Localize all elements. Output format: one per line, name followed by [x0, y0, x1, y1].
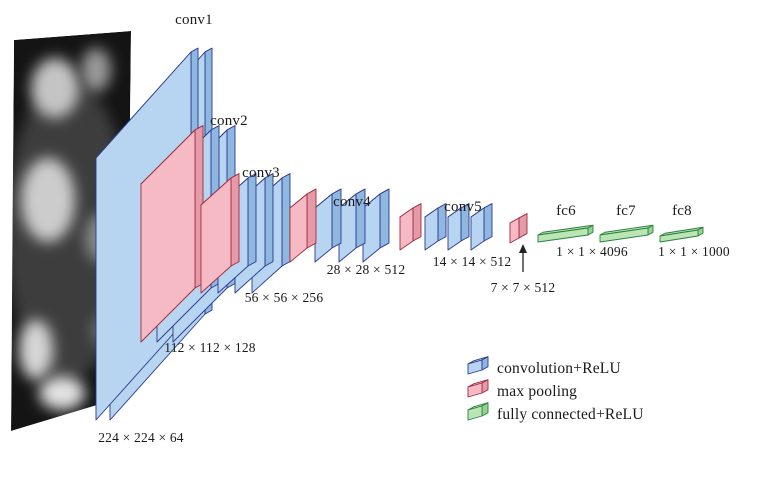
pool5-dims-label: 7 × 7 × 512 — [490, 280, 556, 295]
legend-label-fully-connected: fully connected+ReLU — [497, 406, 644, 423]
conv3-conv-layer-1-right-face — [247, 173, 257, 267]
fc6-dims-label: 1 × 1 × 4096 — [556, 244, 628, 259]
fc8-dims-label: 1 × 1 × 1000 — [658, 244, 730, 259]
conv3-pool-layer-0-right-face — [230, 173, 240, 267]
fc6-fc-layer-0-front-face — [537, 227, 589, 243]
input-image-region — [39, 376, 85, 410]
conv4-conv-layer-1-front-face — [314, 193, 333, 263]
pool5-pool-layer-0-right-face — [518, 213, 528, 239]
legend-label-convolution: convolution+ReLU — [497, 360, 621, 377]
conv5-dims-label: 14 × 14 × 512 — [432, 254, 512, 269]
conv5-pool-layer-0-right-face — [412, 203, 422, 242]
fc7-fc-layer-0-front-face — [599, 227, 649, 243]
legend-pool-icon-front-face — [467, 382, 483, 398]
conv2-pool-layer-0-front-face — [140, 129, 196, 343]
fc7-label: fc7 — [616, 203, 636, 219]
conv3-pool-layer-0-front-face — [200, 177, 232, 294]
input-image-region — [81, 48, 111, 92]
conv1-dims-label: 224 × 224 × 64 — [98, 430, 184, 445]
conv5-label: conv5 — [444, 199, 482, 215]
pool5-arrowhead-icon — [519, 244, 527, 253]
conv1-label: conv1 — [175, 12, 213, 28]
input-image-region — [21, 158, 75, 242]
conv5-pool-layer-0-front-face — [399, 207, 414, 251]
legend-conv-icon-front-face — [467, 359, 483, 375]
input-image-region — [19, 320, 53, 380]
conv3-label: conv3 — [242, 165, 280, 181]
legend-fc-icon-front-face — [467, 405, 483, 421]
conv4-label: conv4 — [333, 194, 371, 210]
conv2-dims-label: 112 × 112 × 128 — [164, 340, 256, 355]
conv5-conv-layer-3-right-face — [483, 203, 493, 242]
fc8-label: fc8 — [672, 203, 692, 219]
conv4-pool-layer-0-front-face — [289, 193, 308, 263]
conv3-dims-label: 56 × 56 × 256 — [244, 290, 324, 305]
conv4-dims-label: 28 × 28 × 512 — [326, 262, 406, 277]
conv2-label: conv2 — [210, 113, 248, 129]
conv5-conv-layer-1-front-face — [424, 207, 439, 251]
legend-label-max-pooling: max pooling — [497, 383, 578, 400]
conv3-conv-layer-2-right-face — [264, 173, 274, 267]
conv4-conv-layer-3-right-face — [379, 188, 390, 249]
conv5-conv-layer-3-front-face — [470, 207, 485, 251]
fc6-label: fc6 — [556, 203, 576, 219]
conv4-pool-layer-0-right-face — [306, 188, 317, 249]
fc8-fc-layer-0-front-face — [659, 229, 699, 243]
pool5-pool-layer-0-front-face — [509, 217, 520, 244]
conv5-conv-layer-2-front-face — [447, 207, 462, 251]
conv3-conv-layer-3-right-face — [281, 173, 291, 267]
input-image-region — [31, 58, 79, 118]
